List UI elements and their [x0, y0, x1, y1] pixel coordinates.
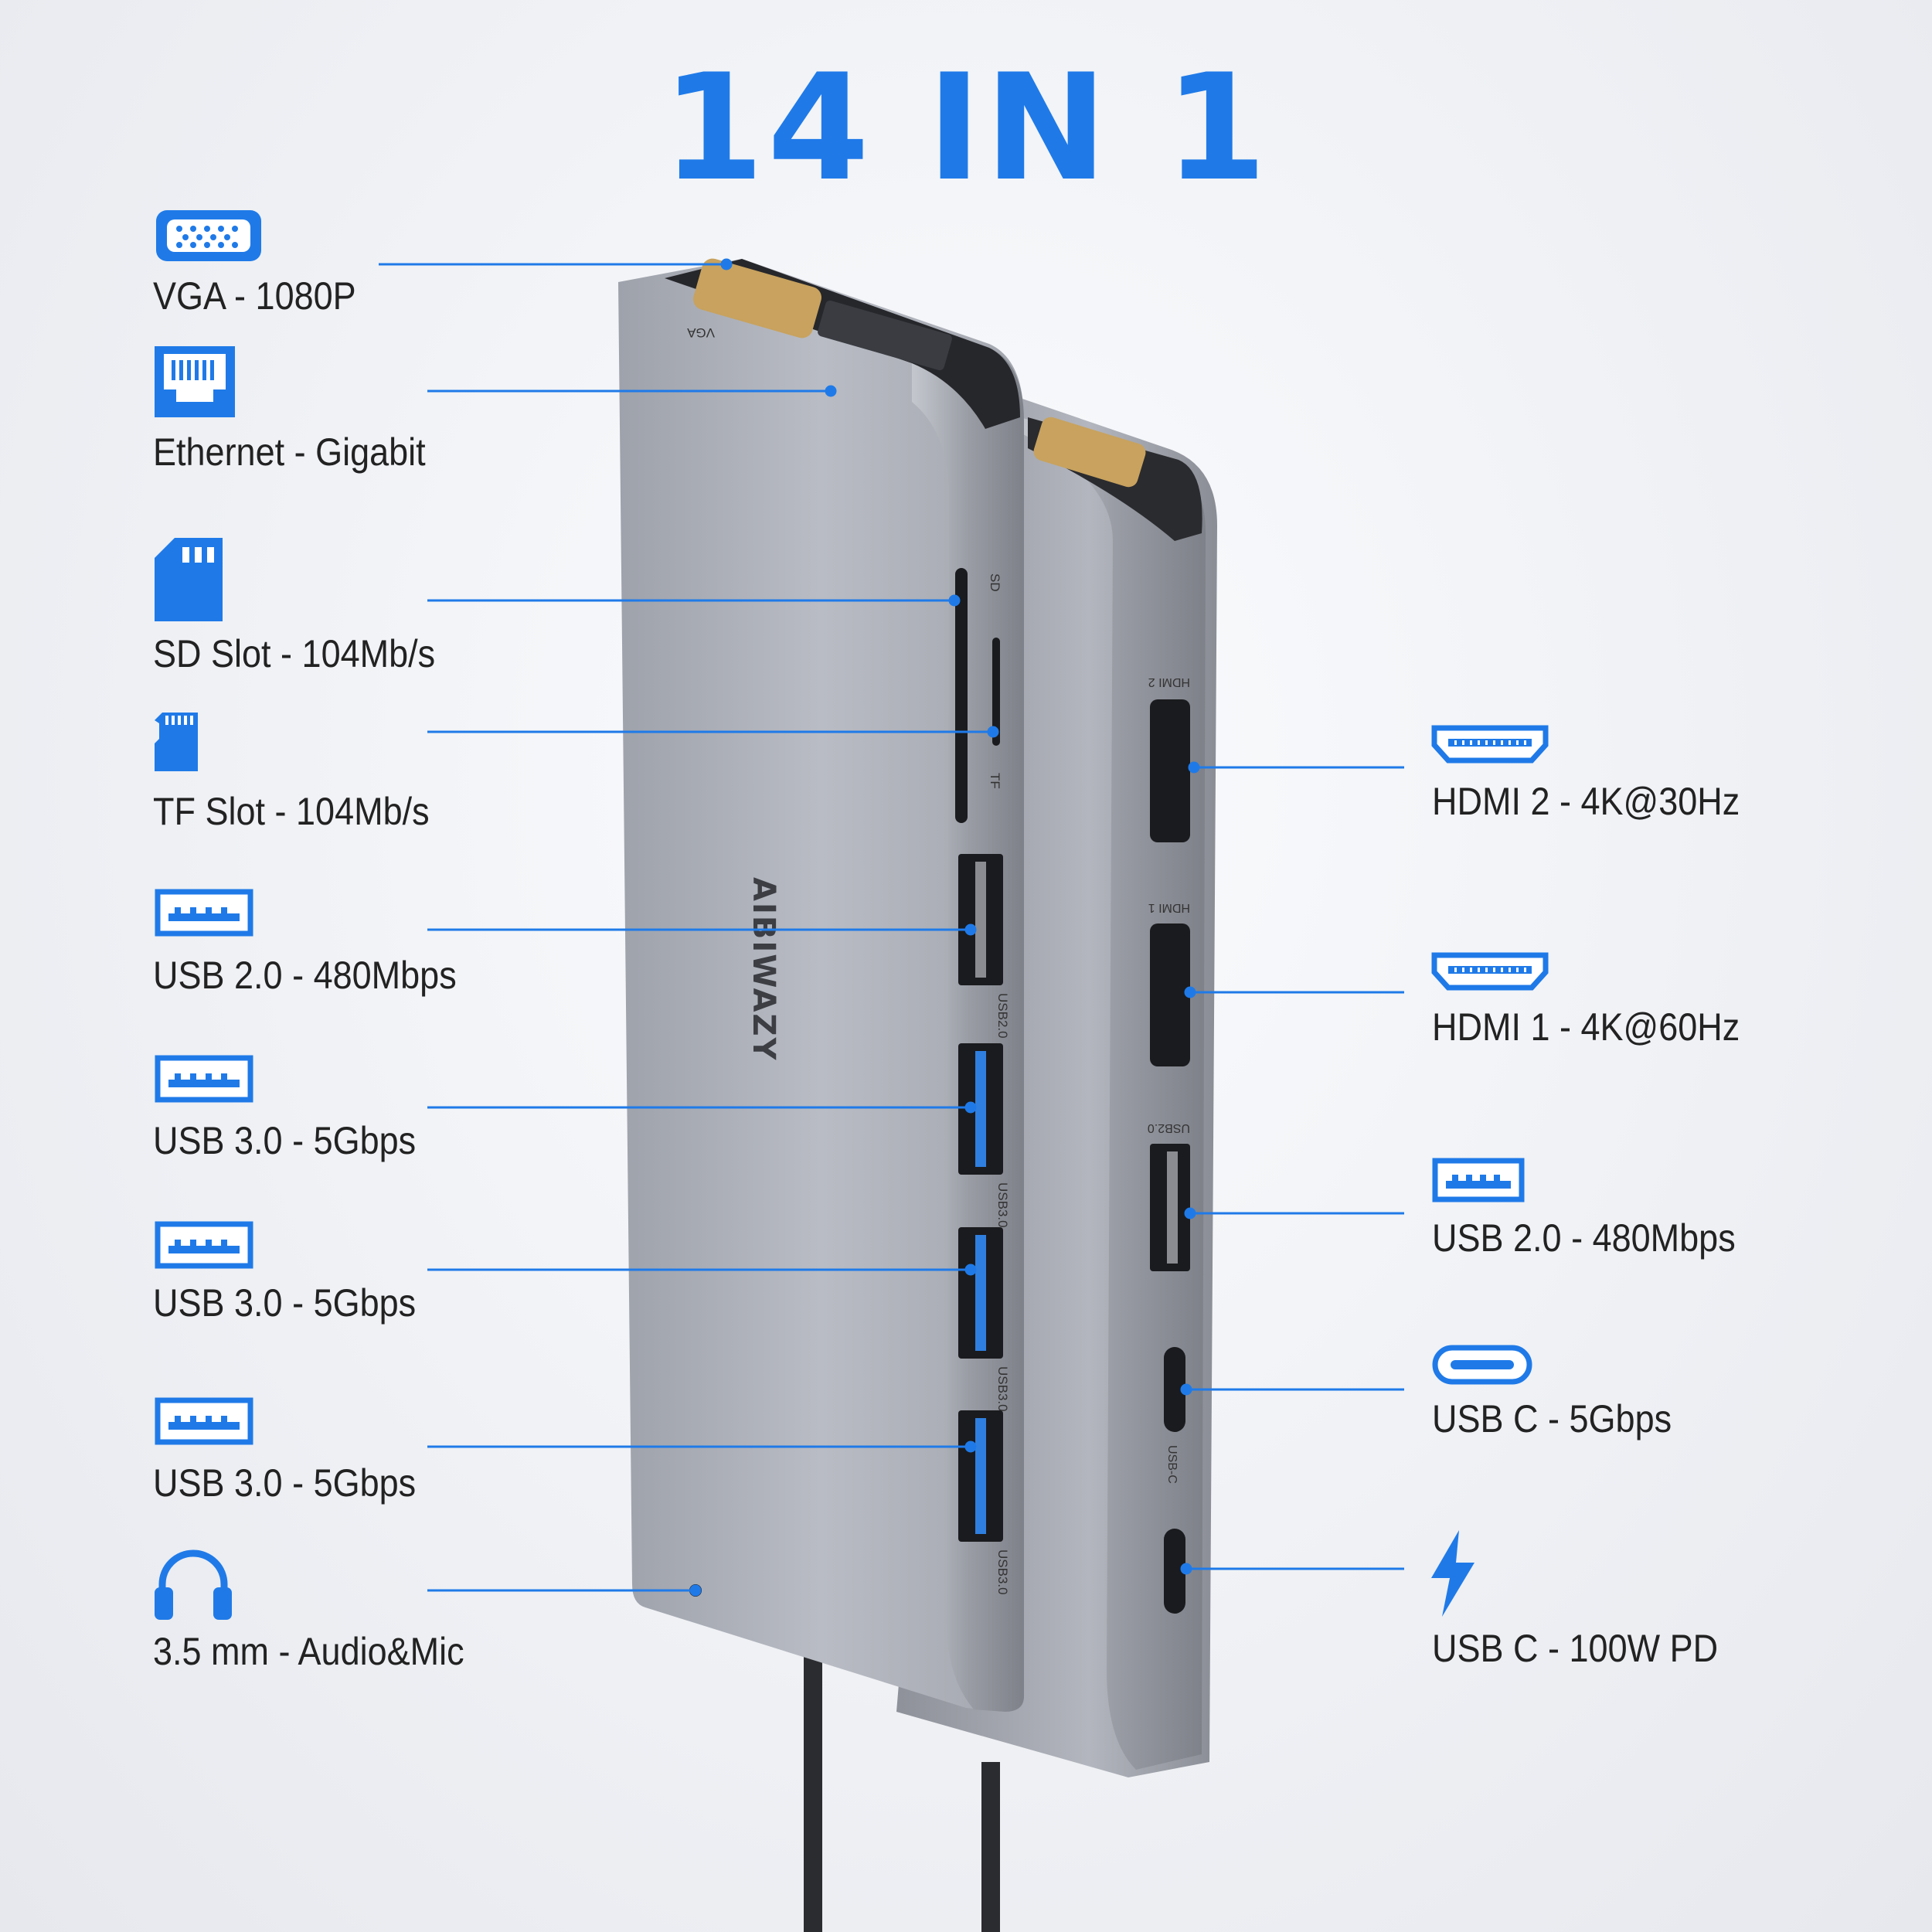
page-title: 14 IN 1	[662, 43, 1270, 213]
lightning-icon	[1431, 1530, 1475, 1617]
cable	[804, 1654, 1000, 1932]
usb-a-icon	[1432, 1158, 1525, 1202]
hdmi-icon	[1431, 952, 1549, 991]
dock-front: VGA SD TF USB2.0 USB3.0 USB3.0 USB3.0 AI…	[618, 258, 1024, 1712]
vga-text: VGA	[686, 325, 715, 340]
port-label-vga: VGA - 1080P	[153, 274, 356, 318]
hdmi1-port	[1150, 923, 1190, 1066]
usb-a-icon	[155, 1055, 253, 1103]
tf-card-icon	[155, 713, 198, 771]
hdmi2-port	[1150, 699, 1190, 842]
usb3-text-3: USB3.0	[995, 1549, 1010, 1595]
tf-text: TF	[988, 773, 1002, 789]
headphones-icon	[155, 1549, 232, 1620]
usb-a-icon	[155, 889, 253, 937]
sd-card-icon	[155, 538, 223, 621]
port-label-usb3-2: USB 3.0 - 5Gbps	[153, 1281, 417, 1325]
usbc-text: USB-C	[1165, 1445, 1179, 1484]
port-label-usb2-left: USB 2.0 - 480Mbps	[153, 954, 457, 997]
port-label-usbc: USB C - 5Gbps	[1432, 1397, 1672, 1440]
usb3-text-2: USB3.0	[995, 1366, 1010, 1412]
usb-c-icon	[1432, 1345, 1532, 1385]
port-label-ethernet: Ethernet - Gigabit	[153, 430, 426, 474]
callout-lines-right	[1180, 761, 1404, 1575]
tf-slot	[992, 638, 1000, 746]
usb3-text-1: USB3.0	[995, 1182, 1010, 1228]
ethernet-icon	[155, 346, 235, 417]
port-label-usbc-pd: USB C - 100W PD	[1432, 1627, 1719, 1670]
port-label-usb3-3: USB 3.0 - 5Gbps	[153, 1461, 417, 1505]
usb2-front-text: USB2.0	[995, 993, 1010, 1039]
hdmi1-text: HDMI 1	[1148, 901, 1190, 914]
port-label-tf: TF Slot - 104Mb/s	[153, 790, 430, 833]
port-label-usb2-right: USB 2.0 - 480Mbps	[1432, 1216, 1736, 1260]
port-label-usb3-1: USB 3.0 - 5Gbps	[153, 1119, 417, 1162]
usb-a-icon	[155, 1397, 253, 1445]
hdmi2-text: HDMI 2	[1148, 675, 1190, 689]
sd-text: SD	[988, 573, 1002, 592]
usbc-port	[1164, 1347, 1185, 1432]
hdmi-icon	[1431, 725, 1549, 764]
usb-a-icon	[155, 1221, 253, 1269]
sd-slot	[955, 568, 968, 823]
vga-icon	[156, 210, 261, 261]
port-label-hdmi2: HDMI 2 - 4K@30Hz	[1432, 780, 1740, 823]
brand-logo: AIBIWAZY	[746, 877, 781, 1061]
callout-lines-left	[379, 258, 999, 1597]
usb2-text: USB2.0	[1148, 1121, 1190, 1134]
port-label-hdmi1: HDMI 1 - 4K@60Hz	[1432, 1005, 1740, 1049]
usbc-pd-port	[1164, 1529, 1185, 1614]
port-label-audio: 3.5 mm - Audio&Mic	[153, 1630, 464, 1673]
port-label-sd: SD Slot - 104Mb/s	[153, 632, 436, 675]
